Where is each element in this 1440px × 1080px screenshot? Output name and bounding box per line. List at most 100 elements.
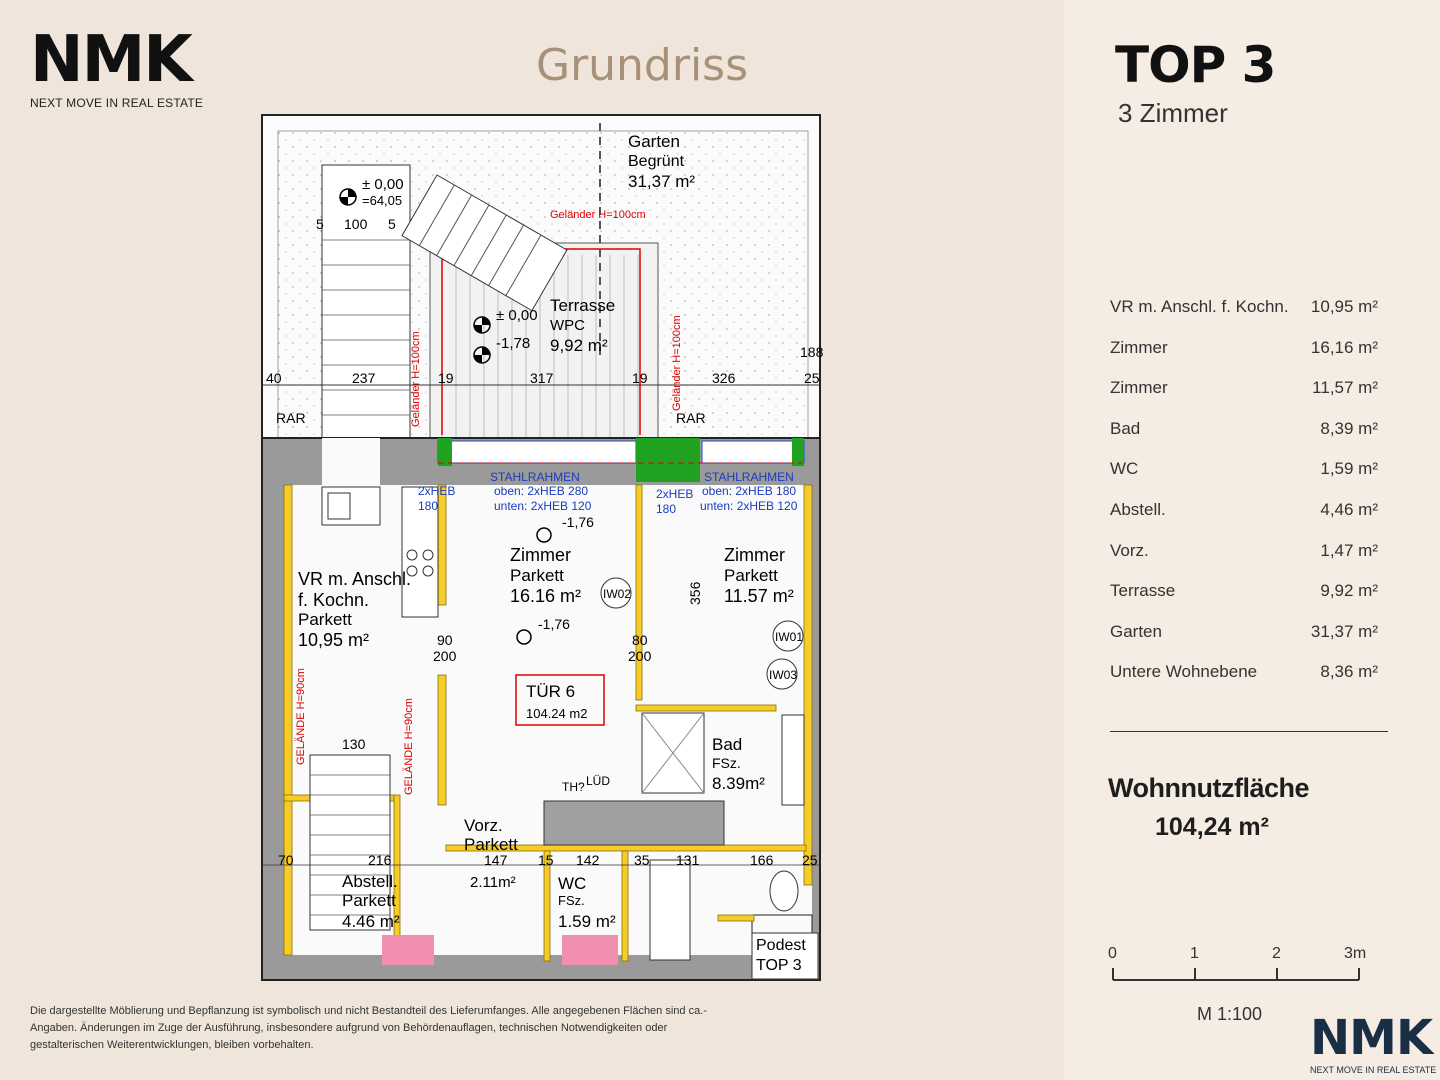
scale-tick-0: 0 <box>1108 945 1117 962</box>
logo-mark: NMK <box>30 23 193 97</box>
door1-w: 90 <box>437 632 453 648</box>
iw02-label: IW02 <box>603 587 631 601</box>
tuer-area: 104.24 m2 <box>526 706 587 721</box>
gelaende-left: GELÄNDE H=90cm <box>295 668 307 765</box>
dim-100: 100 <box>344 216 368 232</box>
room-area: 4,46 m² <box>1320 499 1378 519</box>
dim-188: 188 <box>800 344 824 360</box>
wc-area: 1.59 m² <box>558 912 616 931</box>
room-area: 16,16 m² <box>1310 337 1378 357</box>
room-name: Zimmer <box>1110 337 1168 357</box>
vr-name-1: VR m. Anschl. <box>298 569 411 589</box>
vr-name-2: f. Kochn. <box>298 590 369 610</box>
zimmer2-name: Zimmer <box>724 545 785 565</box>
dim-5b: 5 <box>388 216 396 232</box>
terrasse-label: Terrasse <box>550 296 615 315</box>
gelaender-top: Geländer H=100cm <box>550 209 646 221</box>
divider <box>1110 731 1388 732</box>
room-area: 1,59 m² <box>1320 459 1378 479</box>
room-area: 8,39 m² <box>1320 418 1378 438</box>
dim-237: 237 <box>352 370 376 386</box>
dim-326: 326 <box>712 370 736 386</box>
logo-mark: NMK <box>1310 1010 1433 1066</box>
scale-tick-2: 2 <box>1272 945 1281 962</box>
level-1: -1,76 <box>562 514 594 530</box>
dim-19a: 19 <box>438 370 454 386</box>
terrasse-area: 9,92 m² <box>550 336 608 355</box>
room-name: Garten <box>1110 621 1162 641</box>
room-row: Untere Wohnebene 8,36 m² <box>1110 662 1378 703</box>
door2-w: 80 <box>632 632 648 648</box>
bad-area: 8.39m² <box>712 774 765 793</box>
room-row: Zimmer 16,16 m² <box>1110 338 1378 379</box>
gelaender-left: Geländer H=100cm <box>410 331 422 427</box>
abstell-floor: Parkett <box>342 891 396 910</box>
level-terr-1: ± 0,00 <box>496 307 538 324</box>
page-title: Grundriss <box>535 40 749 91</box>
room-area: 8,36 m² <box>1320 662 1378 682</box>
room-area: 31,37 m² <box>1310 621 1378 641</box>
zimmer2-floor: Parkett <box>724 566 778 585</box>
gelaender-right: Geländer H=100cm <box>671 315 683 411</box>
bdim-216: 216 <box>368 852 392 868</box>
dim-356: 356 <box>687 581 703 605</box>
room-name: Vorz. <box>1110 540 1149 560</box>
level-top-1: ± 0,00 <box>362 176 404 193</box>
room-list: VR m. Anschl. f. Kochn. 10,95 m² Zimmer 16… <box>1110 297 1378 703</box>
scale-tick-3: 3m <box>1344 945 1366 962</box>
room-row: Garten 31,37 m² <box>1110 622 1378 663</box>
bdim-70: 70 <box>278 852 294 868</box>
room-name: Untere Wohnebene <box>1110 662 1258 682</box>
logo-tagline: NEXT MOVE IN REAL ESTATE <box>1310 1065 1437 1075</box>
wc-name: WC <box>558 874 586 893</box>
rar-label-1: RAR <box>276 410 306 426</box>
floor-plan: Garten Begrünt 31,37 m² Terrasse WPC 9,9… <box>261 114 824 981</box>
room-area: 10,95 m² <box>1310 297 1378 316</box>
room-area: 9,92 m² <box>1320 581 1378 601</box>
garten-area: 31,37 m² <box>628 172 695 191</box>
unit-title: TOP 3 <box>1115 36 1276 94</box>
room-area: 1,47 m² <box>1320 540 1378 560</box>
zimmer1-area: 16.16 m² <box>510 586 581 606</box>
heb2-2: 180 <box>656 502 676 516</box>
heb1-2: 180 <box>418 499 438 513</box>
vorz-floor: Parkett <box>464 835 518 854</box>
zimmer1-floor: Parkett <box>510 566 564 585</box>
brand-logo-footer: NMK NEXT MOVE IN REAL ESTATE <box>1310 1013 1436 1075</box>
room-name: Zimmer <box>1110 378 1168 398</box>
scale-tick-1: 1 <box>1190 945 1199 962</box>
bdim-15: 15 <box>538 852 554 868</box>
bad-name: Bad <box>712 735 742 754</box>
living-area-value: 104,24 m² <box>1155 813 1269 841</box>
bad-floor: FSz. <box>712 755 741 771</box>
terrasse-sub: WPC <box>550 317 585 334</box>
level-terr-2: -1,78 <box>496 335 530 352</box>
room-row: Bad 8,39 m² <box>1110 419 1378 460</box>
garten-label: Garten <box>628 132 680 151</box>
room-row: VR m. Anschl. f. Kochn. 10,95 m² <box>1110 297 1378 338</box>
bdim-147: 147 <box>484 852 508 868</box>
iw03-label: IW03 <box>769 668 797 682</box>
zimmer1-name: Zimmer <box>510 545 571 565</box>
stahl2-2: oben: 2xHEB 180 <box>702 484 796 498</box>
vr-area: 10,95 m² <box>298 630 369 650</box>
room-name: Bad <box>1110 418 1141 438</box>
abstell-area: 4.46 m² <box>342 912 400 931</box>
gelaende-mid: GELÄNDE H=90cm <box>403 698 415 795</box>
podest-top: TOP 3 <box>756 957 802 974</box>
unit-subtitle: 3 Zimmer <box>1118 98 1228 128</box>
tuer-label: TÜR 6 <box>526 682 575 701</box>
th-label: TH? <box>562 780 585 794</box>
dim-40: 40 <box>266 370 282 386</box>
dim-130: 130 <box>342 736 366 752</box>
dim-25: 25 <box>804 370 820 386</box>
dim-5a: 5 <box>316 216 324 232</box>
scale-bar: 0 1 2 3m <box>1108 945 1366 981</box>
living-area-label: Wohnnutzfläche <box>1108 773 1309 803</box>
room-name: VR m. Anschl. f. Kochn. <box>1110 297 1289 316</box>
stahl2-3: unten: 2xHEB 120 <box>700 499 798 513</box>
heb1-1: 2xHEB <box>418 484 455 498</box>
